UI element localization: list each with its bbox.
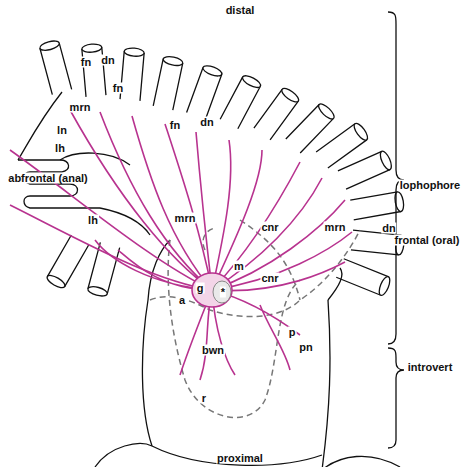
direction-label: distal [225,5,256,16]
region-label: introvert [407,362,454,373]
part-abbreviation: fn [112,83,124,94]
part-abbreviation: dn [199,117,214,128]
part-abbreviation: bwn [201,345,225,356]
part-abbreviation: dn [100,55,115,66]
part-abbreviation: ln [56,125,68,136]
part-abbreviation: cnr [260,273,279,284]
part-abbreviation: pn [298,342,313,353]
direction-label: proximal [216,453,264,464]
part-abbreviation: mrn [174,213,197,224]
part-abbreviation: * [220,287,226,298]
region-label: lophophore [399,180,462,191]
part-abbreviation: g [196,283,205,294]
part-abbreviation: a [178,295,186,306]
part-abbreviation: cnr [260,222,279,233]
part-abbreviation: dn [381,223,396,234]
part-abbreviation: mrn [69,102,92,113]
part-abbreviation: fn [169,120,181,131]
part-abbreviation: mrn [324,222,347,233]
part-abbreviation: p [288,327,297,338]
direction-label: frontal (oral) [394,235,461,246]
direction-label: abfrontal (anal) [7,173,88,184]
part-abbreviation: lh [87,215,99,226]
part-abbreviation: m [233,261,245,272]
part-abbreviation: lh [54,143,66,154]
part-abbreviation: fn [80,57,92,68]
part-abbreviation: r [201,393,207,404]
